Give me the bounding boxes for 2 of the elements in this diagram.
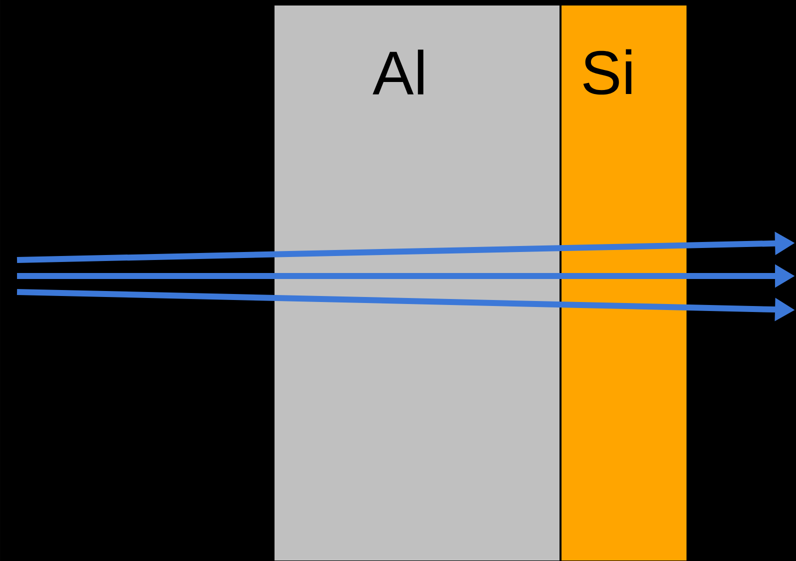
layer-slab: Al — [274, 4, 560, 561]
layer-slab: Si — [560, 4, 688, 561]
